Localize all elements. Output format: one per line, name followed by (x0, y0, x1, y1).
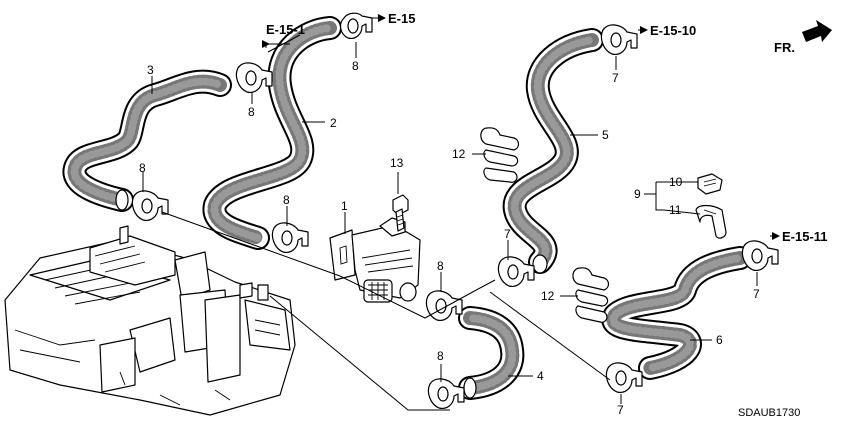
clip-11 (695, 204, 727, 239)
clamp-8-top (339, 12, 373, 39)
bolt-13 (392, 194, 409, 232)
hose-6 (601, 246, 752, 380)
callout-1: 1 (341, 199, 348, 213)
callout-8-bottom: 8 (437, 349, 444, 363)
clamp-8-left (131, 190, 169, 221)
callout-8-upper-left: 8 (248, 105, 255, 119)
callout-8-top: 8 (352, 59, 359, 73)
leader-lines (142, 17, 778, 411)
ref-e15: E-15 (388, 11, 415, 26)
hose-2 (202, 16, 342, 250)
water-valve (329, 217, 421, 303)
clamp-7-right (741, 240, 779, 271)
heater-unit (4, 225, 296, 416)
callout-7-top: 7 (612, 71, 619, 85)
callout-11: 11 (669, 203, 682, 217)
ref-e15-11: E-15-11 (782, 229, 828, 244)
clamp-8-middle (271, 222, 309, 253)
front-label: FR. (774, 40, 795, 55)
hose-5 (502, 28, 604, 274)
callout-6: 6 (716, 333, 723, 347)
callout-5: 5 (602, 128, 609, 142)
clamp-7-bottom (605, 362, 643, 393)
callout-8-valve: 8 (437, 259, 444, 273)
callout-7-bottom: 7 (617, 403, 624, 417)
ref-e15-1: E-15-1 (266, 22, 305, 37)
callout-2: 2 (330, 116, 337, 130)
callout-10: 10 (669, 175, 683, 189)
callout-12-lower: 12 (541, 289, 555, 303)
callout-3: 3 (147, 63, 154, 77)
callout-7-middle: 7 (504, 227, 511, 241)
clamp-7-middle (497, 256, 535, 287)
hose-4 (458, 306, 525, 400)
clamp-8-valve (425, 290, 463, 321)
front-direction-arrow: FR. (774, 20, 832, 55)
arrow-e15-11 (772, 232, 780, 240)
arrow-e15-10 (640, 26, 648, 34)
callout-13: 13 (390, 156, 404, 170)
callout-7-right: 7 (753, 287, 760, 301)
hose-3 (62, 69, 232, 212)
arrow-e15 (378, 14, 386, 22)
clamp-8-bottom (427, 378, 465, 409)
callout-8-left: 8 (139, 161, 146, 175)
clip-10 (697, 173, 723, 195)
callout-9: 9 (634, 187, 641, 201)
drawing-code: SDAUB1730 (738, 407, 800, 419)
clamp-8-upper-left (235, 62, 273, 93)
callout-12-upper: 12 (452, 147, 466, 161)
callout-4: 4 (537, 369, 544, 383)
clamp-7-top (600, 24, 638, 55)
hose-clip-12-upper (480, 127, 520, 183)
arrow-e15-1 (262, 40, 270, 48)
ref-e15-10: E-15-10 (650, 23, 696, 38)
hose-clip-12-lower (572, 267, 610, 323)
callout-8-middle: 8 (283, 193, 290, 207)
